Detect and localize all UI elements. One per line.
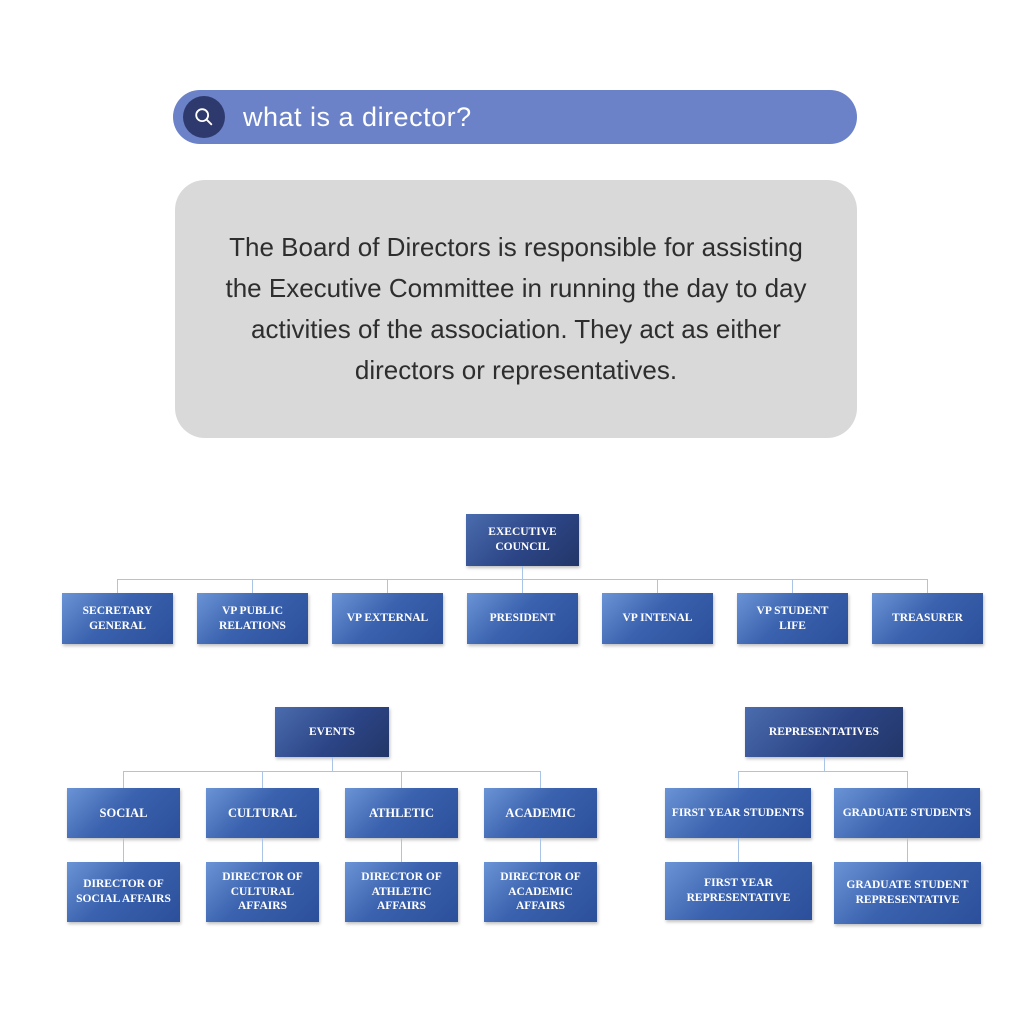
connector-line: [824, 757, 825, 771]
answer-text: The Board of Directors is responsible fo…: [225, 231, 807, 386]
org-node-social: SOCIAL: [67, 788, 180, 838]
connector-line: [540, 771, 541, 788]
connector-line: [657, 579, 658, 593]
connector-line: [262, 838, 263, 862]
connector-line: [540, 838, 541, 862]
org-node-treasurer: TREASURER: [872, 593, 983, 644]
org-node-events: EVENTS: [275, 707, 389, 757]
org-node-director-social-affairs: DIRECTOR OF SOCIAL AFFAIRS: [67, 862, 180, 922]
org-node-athletic: ATHLETIC: [345, 788, 458, 838]
connector-line: [927, 579, 928, 593]
org-node-president: PRESIDENT: [467, 593, 578, 644]
org-node-academic: ACADEMIC: [484, 788, 597, 838]
org-node-secretary-general: SECRETARY GENERAL: [62, 593, 173, 644]
connector-line: [738, 771, 907, 772]
connector-line: [123, 771, 124, 788]
connector-line: [792, 579, 793, 593]
search-query-text[interactable]: what is a director?: [243, 101, 472, 132]
search-icon-button[interactable]: [183, 96, 225, 138]
org-node-vp-intenal: VP INTENAL: [602, 593, 713, 644]
connector-line: [401, 771, 402, 788]
org-node-vp-student-life: VP STUDENT LIFE: [737, 593, 848, 644]
connector-line: [401, 838, 402, 862]
connector-line: [522, 579, 523, 593]
org-node-director-athletic-affairs: DIRECTOR OF ATHLETIC AFFAIRS: [345, 862, 458, 922]
answer-card: The Board of Directors is responsible fo…: [175, 180, 857, 438]
connector-line: [262, 771, 263, 788]
org-node-first-year-representative: FIRST YEAR REPRESENTATIVE: [665, 862, 812, 920]
search-icon: [195, 108, 213, 126]
connector-line: [522, 566, 523, 579]
org-node-vp-public-relations: VP PUBLIC RELATIONS: [197, 593, 308, 644]
connector-line: [738, 771, 739, 788]
org-node-director-academic-affairs: DIRECTOR OF ACADEMIC AFFAIRS: [484, 862, 597, 922]
connector-line: [907, 838, 908, 862]
org-node-graduate-student-representative: GRADUATE STUDENT REPRESENTATIVE: [834, 862, 981, 924]
connector-line: [387, 579, 388, 593]
org-node-executive-council: EXECUTIVE COUNCIL: [466, 514, 579, 566]
org-node-representatives: REPRESENTATIVES: [745, 707, 903, 757]
connector-line: [123, 771, 540, 772]
search-bar[interactable]: what is a director?: [173, 90, 857, 144]
connector-line: [907, 771, 908, 788]
org-node-graduate-students: GRADUATE STUDENTS: [834, 788, 980, 838]
org-node-cultural: CULTURAL: [206, 788, 319, 838]
connector-line: [117, 579, 118, 593]
connector-line: [332, 757, 333, 771]
connector-line: [738, 838, 739, 862]
org-node-director-cultural-affairs: DIRECTOR OF CULTURAL AFFAIRS: [206, 862, 319, 922]
connector-line: [252, 579, 253, 593]
connector-line: [123, 838, 124, 862]
org-node-first-year-students: FIRST YEAR STUDENTS: [665, 788, 811, 838]
org-node-vp-external: VP EXTERNAL: [332, 593, 443, 644]
